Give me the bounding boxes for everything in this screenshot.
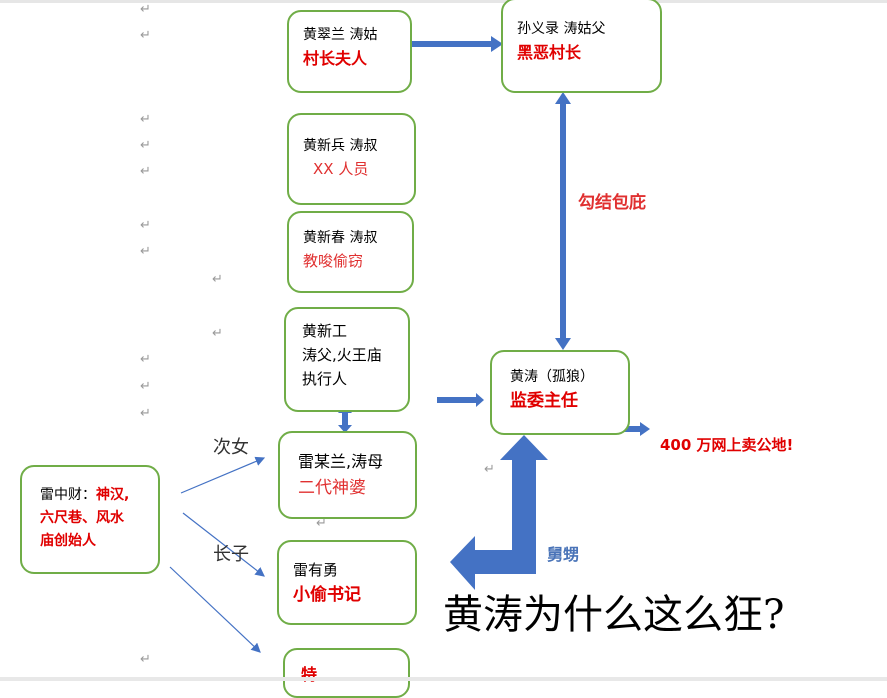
paragraph-mark-icon: ↵ xyxy=(140,406,151,421)
double-arrow-cuilan-sunyilu xyxy=(391,36,503,52)
paragraph-mark-icon: ↵ xyxy=(140,379,151,394)
person-name: 孙义录 涛姑父 xyxy=(517,21,606,37)
paragraph-mark-icon: ↵ xyxy=(316,516,327,531)
box-lei-youyong: 雷有勇 小偷书记 xyxy=(277,540,417,625)
person-role: 村长夫人 xyxy=(303,49,368,69)
person-name: 黄新工 xyxy=(302,322,348,340)
label-collusion: 勾结包庇 xyxy=(578,193,646,213)
box-huang-xinbing: 黄新兵 涛叔 XX 人员 xyxy=(287,113,416,205)
l-arrow-uncle-nephew xyxy=(450,435,548,590)
person-relation: 涛父,火王庙 xyxy=(302,346,382,364)
person-role: 黑恶村长 xyxy=(517,43,582,63)
box-huang-xingong: 黄新工 涛父,火王庙 执行人 xyxy=(284,307,410,412)
arrows-layer xyxy=(169,36,650,653)
person-name: 黄新春 涛叔 xyxy=(303,230,378,246)
title-why-so-arrogant: 黄涛为什么这么狂? xyxy=(443,592,785,638)
box-huang-tao: 黄涛（孤狼） 监委主任 xyxy=(490,350,630,435)
arrow-to-huangtao xyxy=(437,393,484,407)
box-huang-xinchun: 黄新春 涛叔 教唆偷窃 xyxy=(287,211,414,293)
person-role: 神汉, xyxy=(96,487,130,503)
person-name: 雷有勇 xyxy=(293,561,339,579)
person-role: 六尺巷、风水 xyxy=(40,510,124,527)
person-role: 庙创始人 xyxy=(40,533,96,550)
label-sell-land: 400 万网上卖公地! xyxy=(660,436,794,454)
person-role: 监委主任 xyxy=(510,391,578,412)
label-second-daughter: 次女 xyxy=(213,437,249,458)
person-name: 特 xyxy=(301,665,318,684)
person-role: XX 人员 xyxy=(313,160,369,179)
paragraph-mark-icon: ↵ xyxy=(140,28,151,43)
person-role: 小偷书记 xyxy=(293,585,361,605)
person-name: 黄新兵 涛叔 xyxy=(303,138,378,154)
person-name: 黄翠兰 涛姑 xyxy=(303,27,378,43)
person-name: 雷中财： xyxy=(40,487,96,503)
paragraph-mark-icon: ↵ xyxy=(140,2,151,17)
paragraph-mark-icon: ↵ xyxy=(140,652,151,667)
line-to-moulan xyxy=(180,456,266,494)
person-role: 教唆偷窃 xyxy=(303,252,364,271)
label-eldest-son: 长子 xyxy=(213,544,249,565)
paragraph-mark-icon: ↵ xyxy=(212,272,223,287)
paragraph-mark-icon: ↵ xyxy=(140,218,151,233)
paragraph-mark-icon: ↵ xyxy=(484,462,495,477)
box-sun-yilu: 孙义录 涛姑父 黑恶村长 xyxy=(501,0,662,93)
paragraph-mark-icon: ↵ xyxy=(140,112,151,127)
box-te: 特 xyxy=(283,648,410,698)
line-to-te xyxy=(169,566,261,653)
page-top-edge xyxy=(0,0,887,3)
person-role: 二代神婆 xyxy=(298,477,366,498)
person-name: 雷某兰,涛母 xyxy=(298,452,384,471)
double-arrow-collusion xyxy=(555,92,571,350)
paragraph-mark-icon: ↵ xyxy=(140,244,151,259)
paragraph-mark-icon: ↵ xyxy=(140,352,151,367)
paragraph-mark-icon: ↵ xyxy=(140,164,151,179)
box-lei-zhongcai: 雷中财：神汉, 六尺巷、风水 庙创始人 xyxy=(20,465,160,574)
line-to-youyong xyxy=(182,512,265,577)
person-role: 执行人 xyxy=(302,370,348,388)
label-uncle-nephew: 舅甥 xyxy=(547,545,580,564)
person-name: 黄涛（孤狼） xyxy=(510,369,594,385)
box-huang-cuilan: 黄翠兰 涛姑 村长夫人 xyxy=(287,10,412,93)
double-arrow-xingong-moulan xyxy=(338,405,352,433)
page-bottom-edge xyxy=(0,677,887,681)
paragraph-mark-icon: ↵ xyxy=(212,326,223,341)
paragraph-mark-icon: ↵ xyxy=(140,138,151,153)
box-lei-moulan: 雷某兰,涛母 二代神婆 xyxy=(278,431,417,519)
